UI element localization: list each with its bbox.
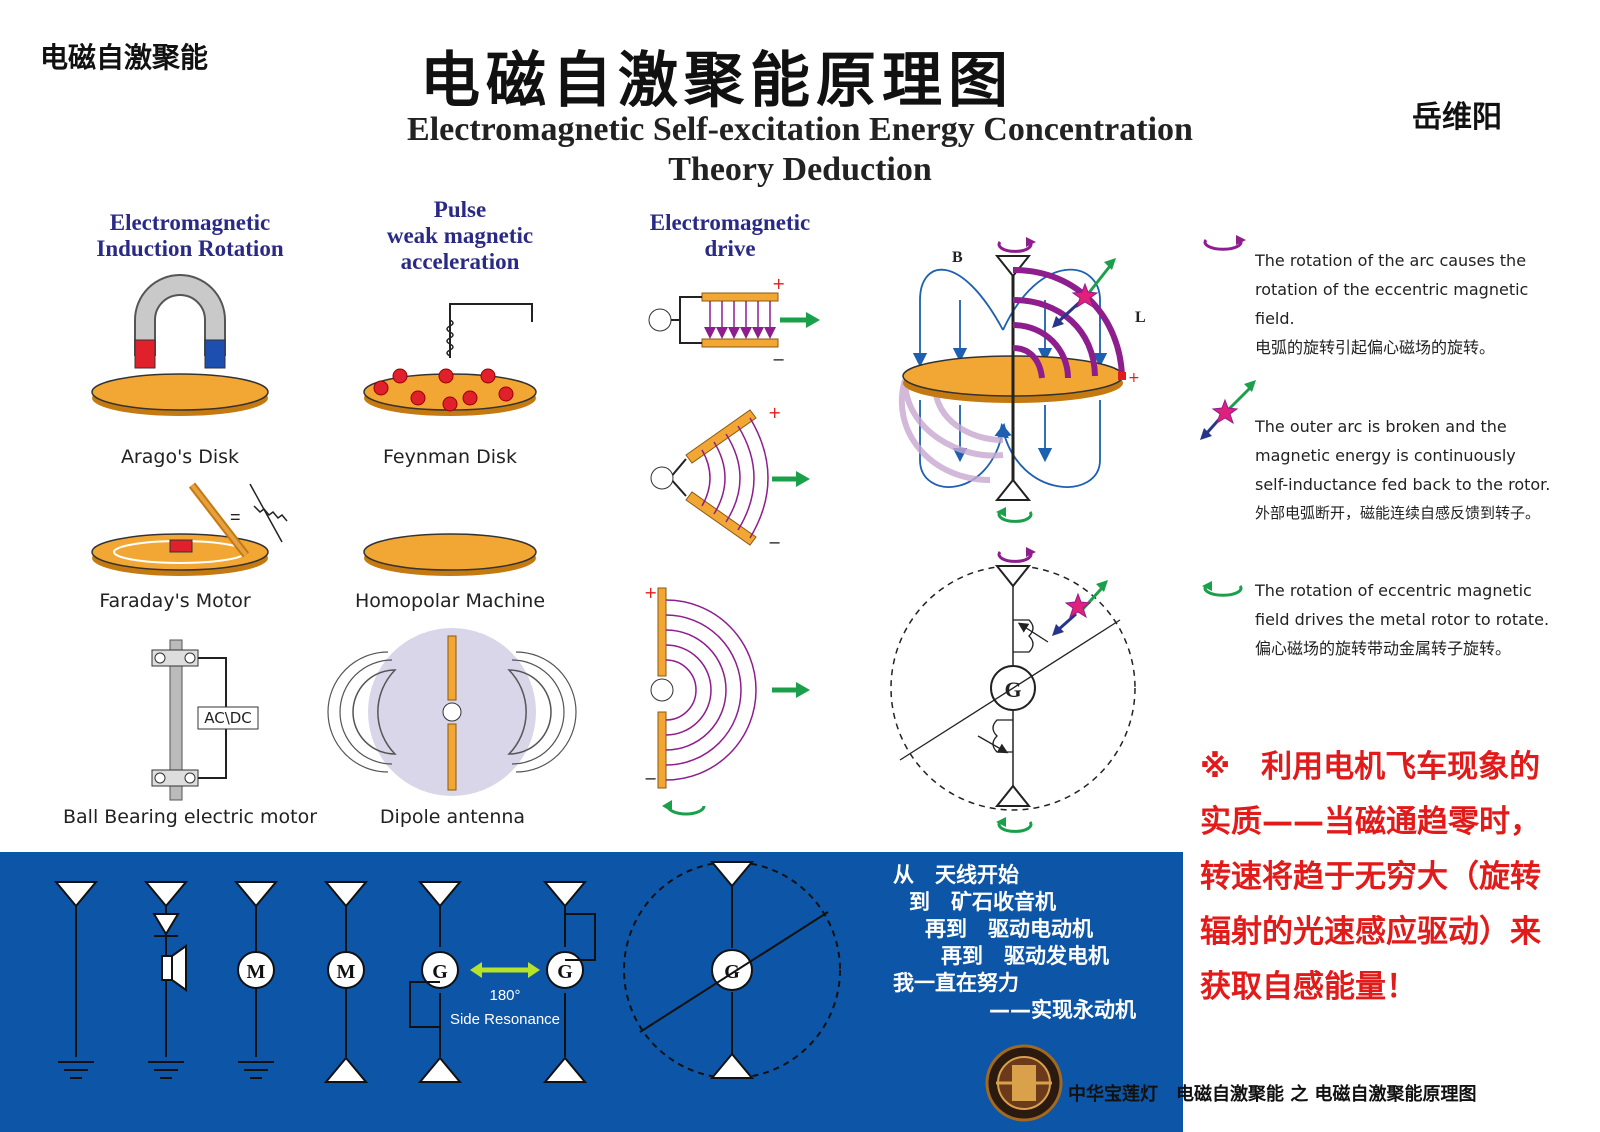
acdc-label: AC\DC xyxy=(204,709,252,727)
green-rotation-icon xyxy=(1203,585,1243,597)
step-1: 从 天线开始 xyxy=(893,863,1019,887)
col2-heading-line3: acceleration xyxy=(400,249,520,274)
angle-label: 180° xyxy=(489,987,520,1004)
legend-item-3-cn: 偏心磁场的旋转带动金属转子旋转。 xyxy=(1255,639,1512,658)
caption-ball-bearing: Ball Bearing electric motor xyxy=(62,806,318,828)
step-5: 我一直在努力 xyxy=(893,971,1019,995)
legend-item-2-line1: The outer arc is broken and the xyxy=(1255,417,1507,436)
note-line1: ※ 利用电机飞车现象的 xyxy=(1200,749,1541,785)
purple-rotation-icon xyxy=(1203,239,1243,251)
plus-label: + xyxy=(772,274,785,293)
legend-item-1-line2: rotation of the eccentric magnetic xyxy=(1255,280,1529,299)
col1-heading-line2: Induction Rotation xyxy=(96,236,284,261)
col2-heading: Pulse weak magnetic acceleration xyxy=(340,197,580,275)
steps-text: 从 天线开始 到 矿石收音机 再到 驱动电动机 再到 驱动发电机 我一直在努力 … xyxy=(893,862,1183,1024)
em-drive-plates-figure: + − xyxy=(648,274,820,369)
resonance-label: Side Resonance xyxy=(450,1011,560,1028)
field-b-label: B xyxy=(952,249,963,266)
col1-heading: Electromagnetic Induction Rotation xyxy=(60,210,320,262)
legend-item-2: The outer arc is broken and the magnetic… xyxy=(1255,412,1595,528)
col3-heading: Electromagnetic drive xyxy=(610,210,850,262)
legend-item-1-cn: 电弧的旋转引起偏心磁场的旋转。 xyxy=(1255,338,1496,357)
generator-label: G xyxy=(557,961,573,983)
note-line3: 转速将趋于无穷大（旋转 xyxy=(1200,859,1541,895)
step-2: 到 矿石收音机 xyxy=(909,890,1056,914)
minus-label: − xyxy=(644,769,657,788)
dipole-antenna-figure xyxy=(327,628,577,796)
motor-label: M xyxy=(247,961,266,983)
step-3: 再到 驱动电动机 xyxy=(925,917,1093,941)
red-note: ※ 利用电机飞车现象的 实质——当磁通趋零时， 转速将趋于无穷大（旋转 辐射的光… xyxy=(1200,740,1600,1015)
page-title-cn: 电磁自激聚能原理图 xyxy=(420,46,1014,116)
resonance-arrow-icon xyxy=(470,962,540,978)
generator-label: G xyxy=(1004,677,1021,702)
generator-label: G xyxy=(432,961,448,983)
author-name: 岳维阳 xyxy=(1412,100,1502,135)
generator-circuit-figure: G xyxy=(890,547,1136,833)
step-4: 再到 驱动发电机 xyxy=(941,944,1109,968)
plus-label: + xyxy=(644,583,657,602)
minus-label: − xyxy=(768,533,781,552)
legend-item-2-line2: magnetic energy is continuously xyxy=(1255,446,1516,465)
legend-item-1-line3: field. xyxy=(1255,309,1295,328)
col2-heading-line1: Pulse xyxy=(433,197,487,222)
note-line4: 辐射的光速感应驱动）来 xyxy=(1200,914,1541,950)
ball-bearing-motor-figure xyxy=(151,639,259,801)
equals-label: = xyxy=(230,507,241,527)
caption-arago: Arago's Disk xyxy=(120,446,240,468)
col2-heading-line2: weak magnetic xyxy=(386,223,534,248)
legend-item-1-line1: The rotation of the arc causes the xyxy=(1255,251,1527,270)
caption-feynman: Feynman Disk xyxy=(383,446,517,468)
footer-text: 中华宝莲灯 电磁自激聚能 之 电磁自激聚能原理图 xyxy=(1068,1084,1477,1105)
col3-heading-line1: Electromagnetic xyxy=(649,210,811,235)
homopolar-machine-figure xyxy=(363,533,537,576)
note-line5: 获取自感能量！ xyxy=(1200,969,1417,1005)
note-line2: 实质——当磁通趋零时， xyxy=(1200,804,1541,840)
legend-icons xyxy=(1200,235,1256,597)
step-6: ——实现永动机 xyxy=(989,998,1136,1022)
em-drive-semicircle-figure: + − xyxy=(644,583,810,816)
faraday-motor-figure: = xyxy=(91,482,288,576)
minus-label: − xyxy=(772,350,785,369)
plus-label: + xyxy=(1128,370,1140,386)
bottom-circuits: M M G G G 180° Side Resonance xyxy=(53,861,841,1083)
lotus-lamp-logo xyxy=(985,1044,1063,1122)
legend-item-2-line3: self-inductance fed back to the rotor. xyxy=(1255,475,1551,494)
rotor-field-figure: + B L xyxy=(898,237,1146,523)
legend-item-2-cn: 外部电弧断开，磁能连续自感反馈到转子。 xyxy=(1255,504,1541,522)
plus-label: + xyxy=(768,403,781,422)
col3-heading-line2: drive xyxy=(704,236,756,261)
legend-item-1: The rotation of the arc causes the rotat… xyxy=(1255,246,1585,362)
brand-title: 电磁自激聚能 xyxy=(40,41,209,74)
caption-dipole: Dipole antenna xyxy=(379,806,526,828)
caption-homopolar: Homopolar Machine xyxy=(354,590,546,612)
inductance-l-label: L xyxy=(1135,309,1146,326)
page-title-en: Electromagnetic Self-excitation Energy C… xyxy=(0,110,1600,190)
arago-disk-figure xyxy=(91,274,269,416)
em-drive-angled-figure: + − xyxy=(650,403,810,552)
title-en-line1: Electromagnetic Self-excitation Energy C… xyxy=(407,111,1193,148)
motor-label: M xyxy=(337,961,356,983)
legend-item-3-line2: field drives the metal rotor to rotate. xyxy=(1255,610,1550,629)
generator-label: G xyxy=(724,961,740,983)
legend-item-3: The rotation of eccentric magnetic field… xyxy=(1255,576,1585,663)
title-en-line2: Theory Deduction xyxy=(668,151,932,188)
feynman-disk-figure xyxy=(363,303,537,416)
star-icon xyxy=(1211,398,1239,425)
legend-item-3-line1: The rotation of eccentric magnetic xyxy=(1255,581,1532,600)
caption-faraday: Faraday's Motor xyxy=(99,590,251,612)
col1-heading-line1: Electromagnetic xyxy=(109,210,271,235)
